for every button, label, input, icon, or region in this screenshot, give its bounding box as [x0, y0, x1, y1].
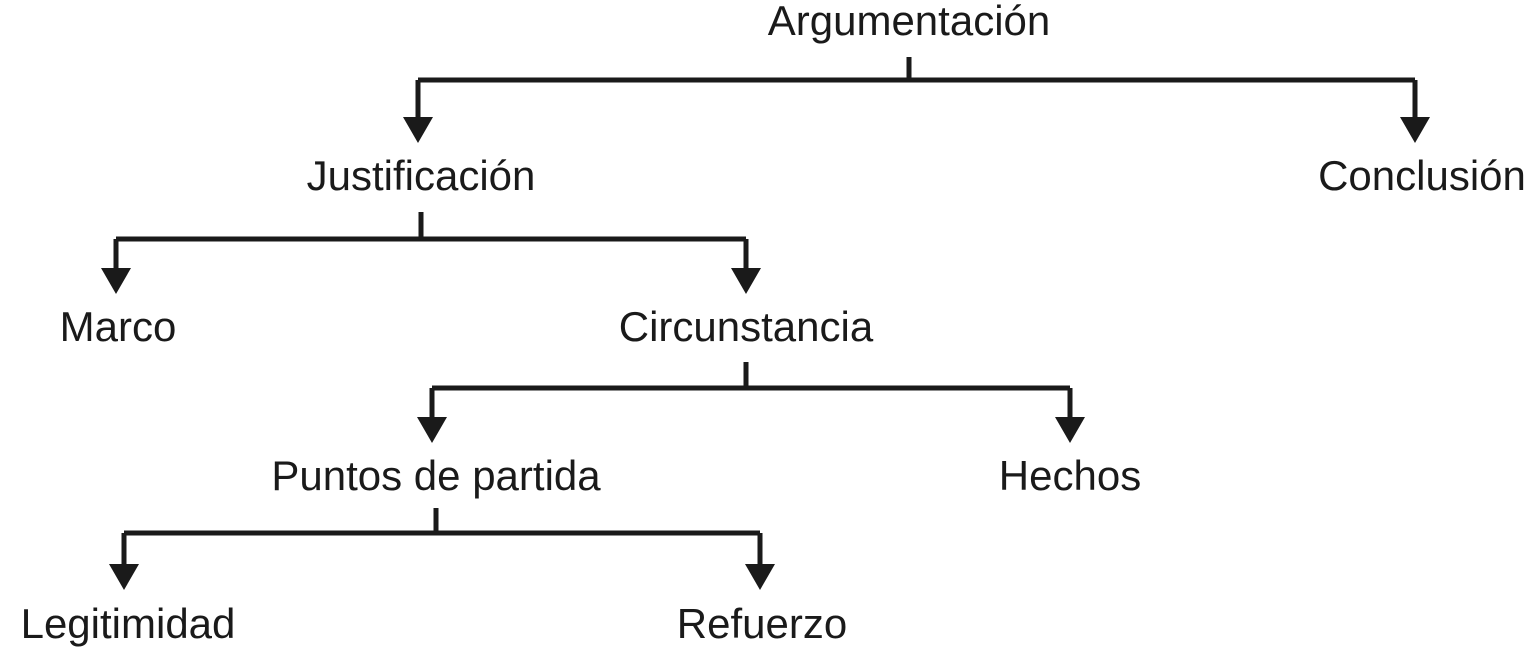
arrowhead-icon	[1055, 417, 1085, 443]
node-label-justificacion: Justificación	[306, 152, 536, 199]
node-label-hechos: Hechos	[998, 452, 1142, 499]
arrowhead-icon	[1400, 117, 1430, 143]
conn-puntos	[109, 508, 775, 590]
arrowhead-icon	[403, 117, 433, 143]
conn-circunstancia	[417, 362, 1085, 443]
conn-argumentacion	[403, 57, 1430, 143]
node-label-refuerzo: Refuerzo	[676, 600, 848, 647]
arrowhead-icon	[417, 417, 447, 443]
node-label-argumentacion: Argumentación	[767, 0, 1051, 44]
node-label-conclusion: Conclusión	[1318, 152, 1526, 199]
arrowhead-icon	[745, 564, 775, 590]
arrowhead-icon	[731, 268, 761, 294]
conn-justificacion	[101, 212, 761, 294]
node-label-marco: Marco	[59, 303, 177, 350]
node-label-legitimidad: Legitimidad	[20, 600, 236, 647]
arrowhead-icon	[109, 564, 139, 590]
node-label-circunstancia: Circunstancia	[618, 303, 874, 350]
arrowhead-icon	[101, 268, 131, 294]
node-label-puntos-de-partida: Puntos de partida	[271, 452, 601, 499]
